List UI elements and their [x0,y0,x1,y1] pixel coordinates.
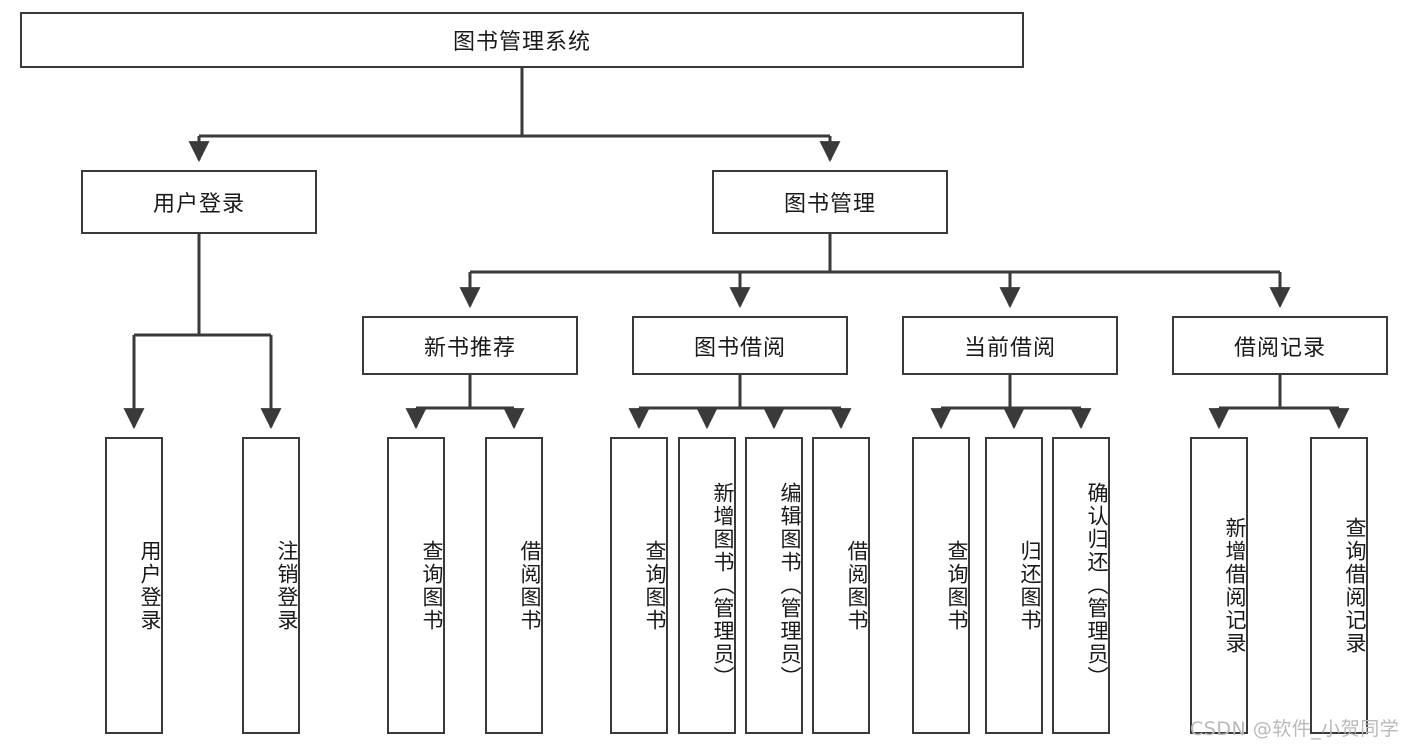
node-leaf-borrow-book[interactable]: 借阅图书 [812,437,870,734]
node-leaf-borrow-book-label: 借阅图书 [845,539,869,632]
node-leaf-borrow-book-recommend[interactable]: 借阅图书 [485,437,543,734]
node-user-login[interactable]: 用户登录 [81,170,317,234]
node-leaf-confirm-return[interactable]: 确认归还（管理员） [1052,437,1110,734]
node-current-borrow[interactable]: 当前借阅 [902,316,1118,375]
node-borrow-record-label: 借阅记录 [1233,335,1326,361]
node-leaf-add-book[interactable]: 新增图书（管理员） [678,437,736,734]
node-book-borrow[interactable]: 图书借阅 [632,316,848,375]
node-leaf-query-book-recommend[interactable]: 查询图书 [387,437,445,734]
node-new-book-recommend-label: 新书推荐 [423,335,516,361]
node-book-manage-label: 图书管理 [783,192,876,217]
node-leaf-edit-book[interactable]: 编辑图书（管理员） [745,437,803,734]
node-new-book-recommend[interactable]: 新书推荐 [362,316,578,375]
csdn-watermark: CSDN @软件_小贺同学 [1190,718,1400,740]
node-leaf-confirm-return-label: 确认归还（管理员） [1085,482,1109,689]
node-leaf-query-book-recommend-label: 查询图书 [420,539,444,632]
node-leaf-query-borrow-record[interactable]: 查询借阅记录 [1310,437,1368,734]
node-leaf-query-borrow-record-label: 查询借阅记录 [1343,516,1367,655]
node-current-borrow-label: 当前借阅 [963,335,1056,361]
node-leaf-query-book-borrow[interactable]: 查询图书 [610,437,668,734]
node-leaf-user-login[interactable]: 用户登录 [105,437,163,734]
node-leaf-logout-label: 注销登录 [275,539,299,632]
node-leaf-borrow-book-recommend-label: 借阅图书 [518,539,542,632]
node-root-label: 图书管理系统 [452,30,591,55]
node-root[interactable]: 图书管理系统 [20,12,1024,68]
node-leaf-query-book-current[interactable]: 查询图书 [912,437,970,734]
node-leaf-add-borrow-record[interactable]: 新增借阅记录 [1190,437,1248,734]
node-user-login-label: 用户登录 [152,192,245,217]
node-book-borrow-label: 图书借阅 [693,335,786,361]
node-leaf-query-book-borrow-label: 查询图书 [643,539,667,632]
node-leaf-return-book[interactable]: 归还图书 [985,437,1043,734]
node-leaf-edit-book-label: 编辑图书（管理员） [778,482,802,689]
node-leaf-add-borrow-record-label: 新增借阅记录 [1223,516,1247,655]
node-borrow-record[interactable]: 借阅记录 [1172,316,1388,375]
node-leaf-add-book-label: 新增图书（管理员） [711,482,735,689]
node-leaf-return-book-label: 归还图书 [1018,539,1042,632]
node-leaf-query-book-current-label: 查询图书 [945,539,969,632]
node-book-manage[interactable]: 图书管理 [712,170,948,234]
node-leaf-user-login-label: 用户登录 [138,539,162,632]
node-leaf-logout[interactable]: 注销登录 [242,437,300,734]
